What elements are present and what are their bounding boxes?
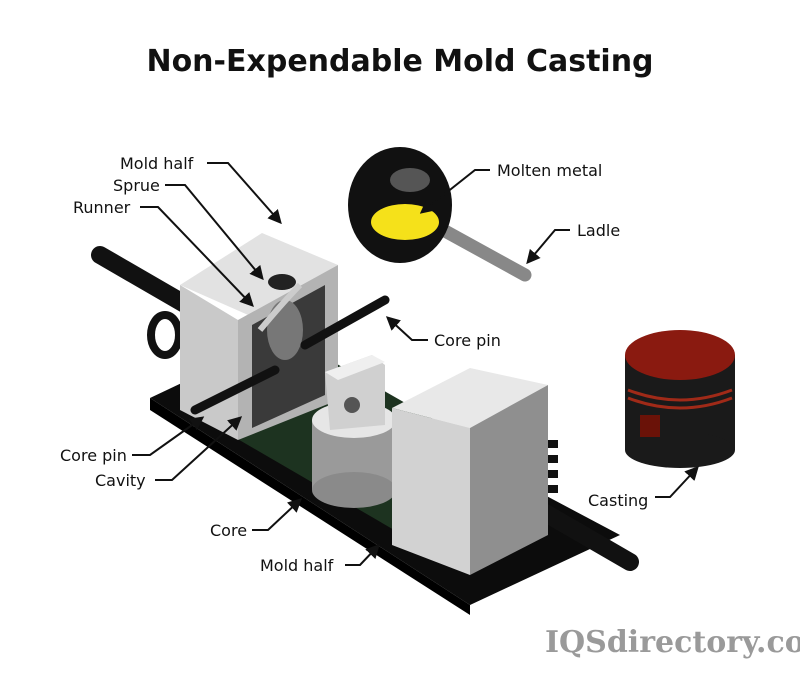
- core-pin-right-part: [300, 295, 390, 350]
- watermark: IQSdirectory.com: [545, 625, 800, 660]
- core-pin-left-part: [190, 365, 280, 415]
- label-cavity: Cavity: [95, 471, 146, 490]
- casting: [625, 330, 735, 468]
- label-molten-metal: Molten metal: [497, 161, 602, 180]
- label-mold-half-bottom: Mold half: [260, 556, 334, 575]
- label-core-pin-right: Core pin: [434, 331, 501, 350]
- left-mold-half: [180, 233, 338, 440]
- label-runner: Runner: [73, 198, 131, 217]
- label-casting: Casting: [588, 491, 648, 510]
- label-core: Core: [210, 521, 247, 540]
- label-mold-half-top: Mold half: [120, 154, 194, 173]
- diagram-title: Non-Expendable Mold Casting: [146, 44, 654, 79]
- leader-lines: [132, 162, 699, 566]
- ring: [147, 311, 183, 359]
- label-core-pin-left: Core pin: [60, 446, 127, 465]
- right-mold-half: [392, 368, 558, 575]
- core: [312, 355, 396, 508]
- label-sprue: Sprue: [113, 176, 160, 195]
- molten-metal: [371, 204, 439, 240]
- label-ladle: Ladle: [577, 221, 620, 240]
